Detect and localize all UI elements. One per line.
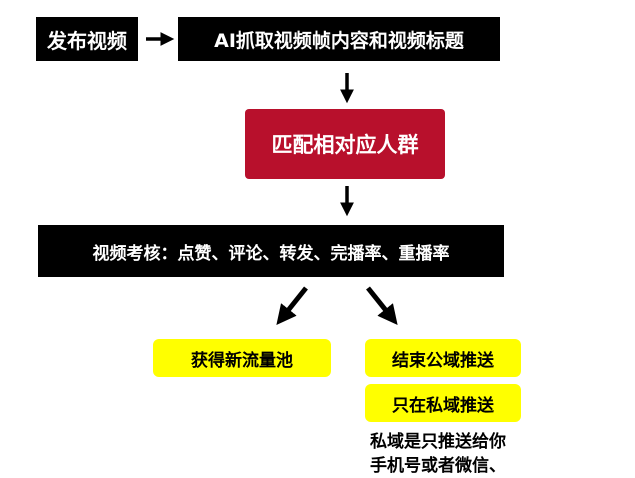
private-domain-note: 私域是只推送给你 手机号或者微信、 [370, 430, 506, 478]
arrow-assessment-to-end-public [366, 286, 398, 326]
private-only-push-box: 只在私域推送 [365, 384, 521, 422]
arrow-assessment-to-traffic-pool [276, 286, 308, 326]
note-line-1: 私域是只推送给你 [370, 432, 506, 452]
traffic-pool-box: 获得新流量池 [153, 339, 331, 377]
match-audience-box: 匹配相对应人群 [245, 109, 445, 179]
publish-video-box: 发布视频 [36, 17, 138, 61]
note-line-2: 手机号或者微信、 [370, 456, 506, 476]
end-public-push-box: 结束公域推送 [365, 339, 521, 377]
assessment-box: 视频考核：点赞、评论、转发、完播率、重播率 [38, 225, 504, 277]
ai-extract-box: AI抓取视频帧内容和视频标题 [178, 17, 500, 61]
